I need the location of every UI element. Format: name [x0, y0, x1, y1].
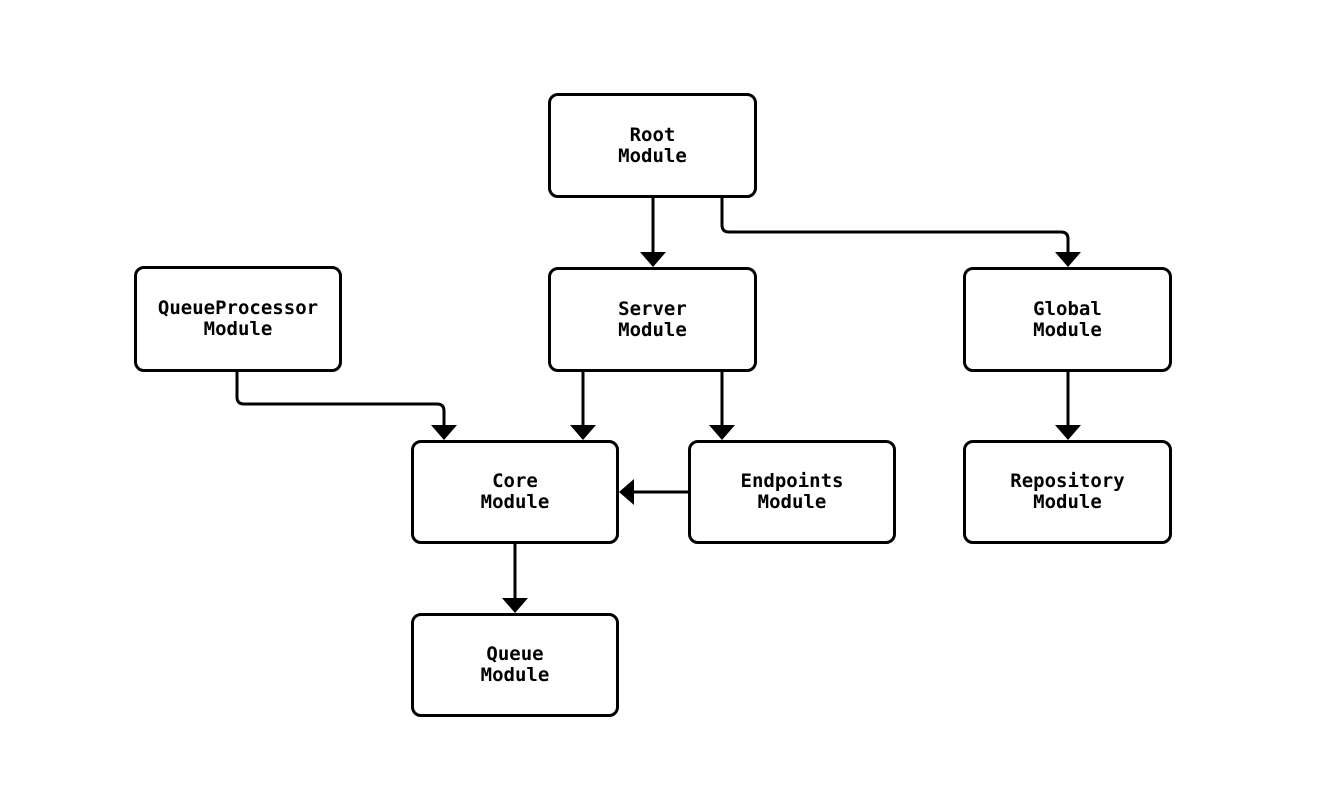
- node-label: Core Module: [480, 470, 550, 513]
- edge-global-to-repository: [1055, 372, 1081, 440]
- node-label: QueueProcessor Module: [157, 297, 319, 340]
- node-server-module: Server Module: [548, 267, 757, 372]
- edge-root-to-global: [720, 198, 1081, 267]
- edge-endpoints-to-core: [619, 479, 688, 505]
- edge-root-to-server: [640, 198, 666, 267]
- node-label: Repository Module: [1010, 470, 1125, 513]
- node-global-module: Global Module: [963, 267, 1172, 372]
- node-endpoints-module: Endpoints Module: [688, 440, 896, 544]
- arrowhead-icon: [502, 598, 528, 613]
- arrowhead-icon: [1055, 252, 1081, 267]
- arrowhead-icon: [619, 479, 634, 505]
- node-queueprocessor-module: QueueProcessor Module: [134, 266, 342, 372]
- node-label: Queue Module: [480, 643, 550, 686]
- node-label: Global Module: [1033, 297, 1102, 341]
- edge-core-to-queue: [502, 543, 528, 613]
- edge-server-to-core: [570, 372, 596, 440]
- edge-line: [720, 198, 1070, 253]
- arrowhead-icon: [570, 425, 596, 440]
- arrowhead-icon: [1055, 425, 1081, 440]
- node-core-module: Core Module: [411, 440, 619, 544]
- edge-line: [235, 372, 446, 426]
- node-queue-module: Queue Module: [411, 613, 619, 717]
- node-label: Server Module: [618, 297, 687, 341]
- node-label: Endpoints Module: [740, 470, 844, 513]
- edge-server-to-endpoints: [709, 372, 735, 440]
- node-repository-module: Repository Module: [963, 440, 1172, 544]
- arrowhead-icon: [431, 425, 457, 440]
- edge-queueprocessor-to-core: [235, 372, 457, 440]
- node-root-module: Root Module: [548, 93, 757, 198]
- node-label: Root Module: [618, 123, 687, 167]
- arrowhead-icon: [640, 252, 666, 267]
- arrowhead-icon: [709, 425, 735, 440]
